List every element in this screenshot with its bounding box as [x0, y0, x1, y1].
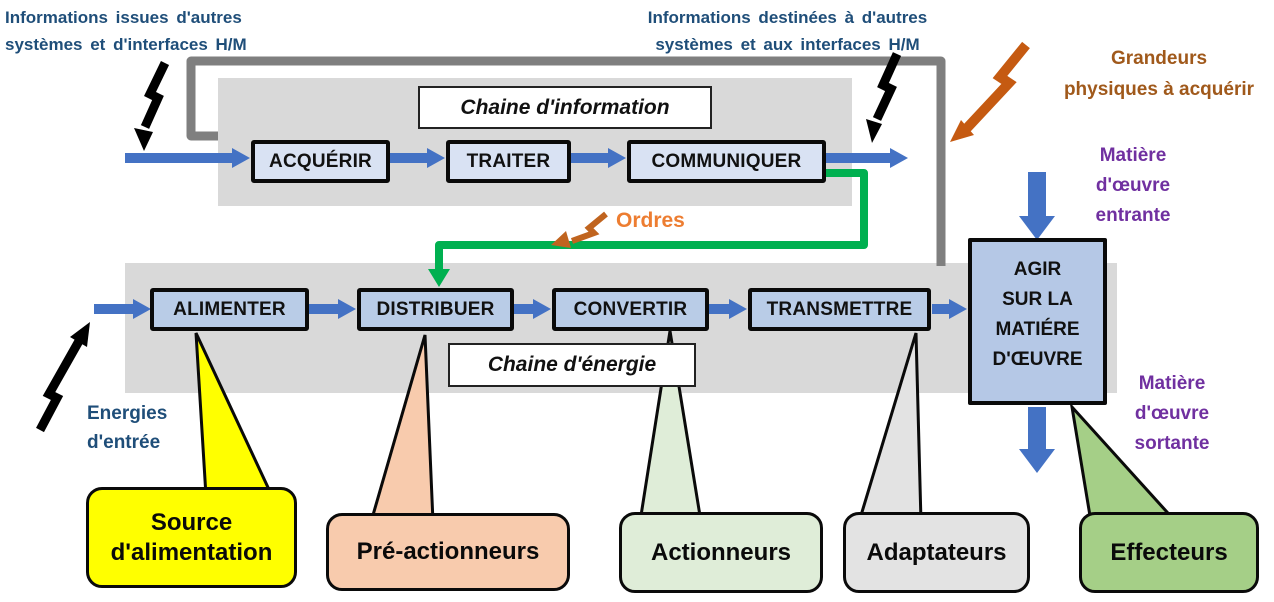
arrow-into-acquerir: [125, 148, 250, 168]
step-box-communiquer: COMMUNIQUER: [627, 140, 826, 183]
arrow-transmettre-agir: [932, 299, 967, 319]
arrow-out-communiquer: [826, 148, 908, 168]
orders-line: [435, 169, 868, 272]
lightning-grandeurs-icon: [963, 41, 1030, 132]
wedge-source-alimentation: [194, 332, 275, 498]
info-chain-arrows: [125, 148, 908, 168]
callout-adaptateurs: Adaptateurs: [843, 512, 1030, 593]
lightning-energies-icon: [36, 338, 83, 433]
arrow-convertir-transmettre: [709, 299, 747, 319]
step-box-alimenter: ALIMENTER: [150, 288, 309, 331]
feedback-loop-line: [186, 56, 946, 266]
step-box-distribuer: DISTRIBUER: [357, 288, 514, 331]
arrow-alimenter-distribuer: [309, 299, 356, 319]
lightning-info-out-tip-icon: [866, 119, 882, 143]
step-box-transmettre: TRANSMETTRE: [748, 288, 931, 331]
arrow-matiere-entrante: [1019, 172, 1055, 240]
arrow-traiter-communiquer: [571, 148, 626, 168]
step-box-convertir: CONVERTIR: [552, 288, 709, 331]
callout-pre-actionneurs: Pré-actionneurs: [326, 513, 570, 591]
step-box-traiter: TRAITER: [446, 140, 571, 183]
callout-source-alimentation: Source d'alimentation: [86, 487, 297, 588]
callout-effecteurs: Effecteurs: [1079, 512, 1259, 593]
lightning-grandeurs-tip-icon: [950, 120, 974, 142]
lightning-info-in-tip-icon: [134, 128, 153, 151]
arrow-acquerir-traiter: [390, 148, 445, 168]
energy-chain-title: Chaine d'énergie: [448, 343, 696, 387]
info-chain-title: Chaine d'information: [418, 86, 712, 129]
callout-actionneurs: Actionneurs: [619, 512, 823, 593]
wedge-pre-actionneurs: [369, 334, 435, 524]
ordres-label: Ordres: [616, 209, 685, 232]
lightning-ordres-icon: [570, 211, 608, 244]
step-box-acquerir: ACQUÉRIR: [251, 140, 390, 183]
arrow-into-alimenter: [94, 299, 151, 319]
lightning-info-out-icon: [872, 52, 902, 121]
lightning-energies-tip-icon: [70, 322, 90, 347]
lightning-icons: [36, 41, 1030, 433]
lightning-info-in-icon: [140, 61, 170, 129]
lightning-ordres-tip-icon: [551, 231, 571, 248]
energy-chain-arrows: [94, 299, 967, 319]
arrow-distribuer-convertir: [514, 299, 551, 319]
arrow-matiere-sortante: [1019, 407, 1055, 473]
orders-line-arrowhead-icon: [428, 269, 450, 287]
wedge-adaptateurs: [856, 332, 923, 524]
